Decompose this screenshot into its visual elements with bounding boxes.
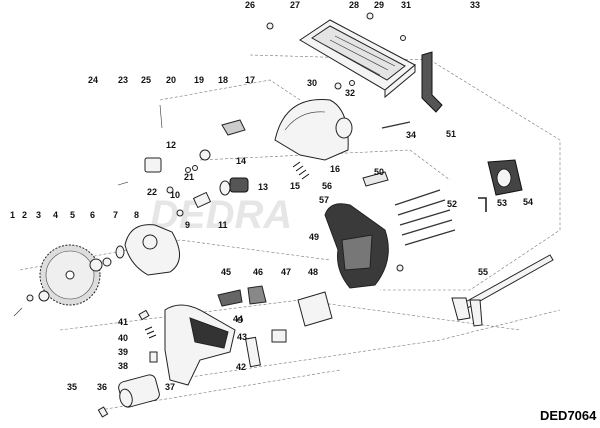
part-number-15: 15 [290,181,300,191]
part-number-42: 42 [236,362,246,372]
part-number-39: 39 [118,347,128,357]
motor [118,374,160,408]
rip-fence [451,254,554,327]
part-number-7: 7 [113,210,118,220]
part-number-37: 37 [165,382,175,392]
part-number-34: 34 [406,130,416,140]
part-number-12: 12 [166,140,176,150]
base-plate [299,19,416,99]
switch-parts [217,285,333,368]
part-number-29: 29 [374,0,384,10]
saw-blade [39,244,101,306]
part-number-20: 20 [166,75,176,85]
hex-key [478,197,487,212]
part-number-31: 31 [401,0,411,10]
part-number-21: 21 [184,172,194,182]
part-number-16: 16 [330,164,340,174]
part-number-48: 48 [308,267,318,277]
part-number-26: 26 [245,0,255,10]
part-number-28: 28 [349,0,359,10]
part-number-54: 54 [523,197,533,207]
part-number-41: 41 [118,317,128,327]
part-number-49: 49 [309,232,319,242]
part-number-27: 27 [290,0,300,10]
part-number-6: 6 [90,210,95,220]
part-number-22: 22 [147,187,157,197]
angle-bracket [421,51,443,113]
watermark-text: DEDRA [150,193,292,237]
part-number-25: 25 [141,75,151,85]
part-number-11: 11 [218,220,228,230]
part-number-13: 13 [258,182,268,192]
part-number-3: 3 [36,210,41,220]
part-number-56: 56 [322,181,332,191]
part-number-50: 50 [374,167,384,177]
part-number-30: 30 [307,78,317,88]
part-number-24: 24 [88,75,98,85]
part-number-57: 57 [319,195,329,205]
part-number-10: 10 [170,190,180,200]
part-number-55: 55 [478,267,488,277]
center-small-parts [144,104,249,217]
end-cap [487,159,523,196]
long-screws [394,189,456,246]
brush-parts [97,309,158,418]
part-number-33: 33 [470,0,480,10]
part-number-53: 53 [497,198,507,208]
part-number-43: 43 [237,332,247,342]
part-number-35: 35 [67,382,77,392]
part-number-17: 17 [245,75,255,85]
part-number-52: 52 [447,199,457,209]
upper-blade-guard [274,99,353,161]
handle-housing [164,304,236,386]
fastener-nuts [117,12,411,272]
motor-housing [324,203,389,289]
part-number-36: 36 [97,382,107,392]
part-number-45: 45 [221,267,231,277]
part-number-1: 1 [10,210,15,220]
part-number-19: 19 [194,75,204,85]
part-number-2: 2 [22,210,27,220]
part-number-44: 44 [233,314,243,324]
part-number-5: 5 [70,210,75,220]
part-number-51: 51 [446,129,456,139]
part-number-46: 46 [253,267,263,277]
part-number-14: 14 [236,156,246,166]
part-number-23: 23 [118,75,128,85]
part-number-38: 38 [118,361,128,371]
part-number-47: 47 [281,267,291,277]
part-number-8: 8 [134,210,139,220]
lower-blade-guard [124,224,180,276]
part-number-4: 4 [53,210,58,220]
part-number-9: 9 [185,220,190,230]
model-code: DED7064 [540,408,597,423]
part-number-40: 40 [118,333,128,343]
spring [292,161,310,180]
part-number-32: 32 [345,88,355,98]
label-plate [362,171,389,187]
part-number-18: 18 [218,75,228,85]
blade-flange-parts [13,245,125,317]
